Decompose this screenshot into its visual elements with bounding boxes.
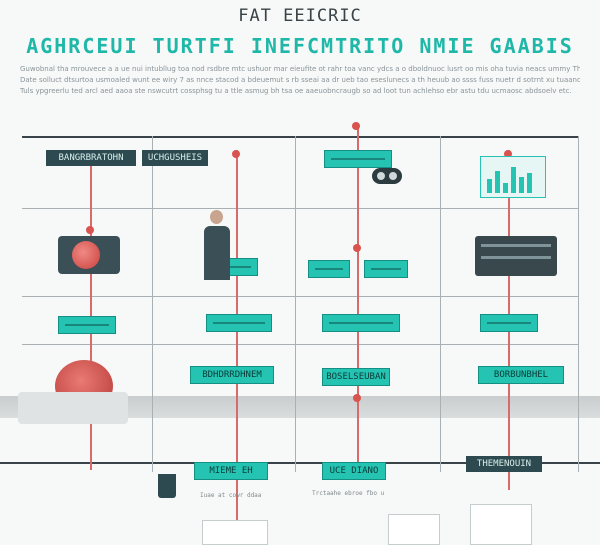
- cup-illustration: [158, 474, 176, 498]
- blank-box: [322, 314, 400, 332]
- grid-line: [22, 296, 578, 297]
- blank-box: [308, 260, 350, 278]
- desk-illustration: [18, 392, 128, 424]
- node-dot: [353, 394, 361, 402]
- person-illustration: [202, 210, 232, 280]
- camera-illustration: [58, 236, 120, 274]
- lens-icon: [72, 241, 100, 269]
- grid-line-bottom: [0, 462, 600, 464]
- infographic-subtitle: AGHRCEUI TURTFI INEFCMTRITO NMIE GAABIS: [26, 34, 574, 58]
- grid-line-top: [22, 136, 578, 138]
- label-box: BORBUNBHEL: [478, 366, 564, 384]
- grid-line: [22, 208, 578, 209]
- grid-column: [152, 136, 153, 472]
- red-connector: [236, 150, 238, 530]
- grid-line: [22, 344, 578, 345]
- intro-line: Guwobnal tha mrouvece a a ue nui intubll…: [20, 65, 580, 73]
- red-connector: [90, 150, 92, 470]
- node-dot: [504, 150, 512, 158]
- blank-box: [58, 316, 116, 334]
- node-dot: [86, 226, 94, 234]
- footnote: Iuae at cowr ddaa: [200, 492, 262, 499]
- intro-paragraph: Guwobnal tha mrouvece a a ue nui intubll…: [20, 64, 580, 97]
- label-box: THEMENOUIN: [466, 456, 542, 472]
- blank-box: [324, 150, 392, 168]
- node-dot: [232, 150, 240, 158]
- label-box: UCHGUSHEIS: [142, 150, 208, 166]
- document-illustration: [202, 520, 268, 545]
- blank-box: [206, 314, 272, 332]
- label-box: BOSELSEUBAN: [322, 368, 390, 386]
- grid-column: [295, 136, 296, 472]
- infographic-title: FAT EEICRIC: [238, 6, 362, 26]
- grey-band: [0, 396, 600, 418]
- label-box: BDHDRRDHNEM: [190, 366, 274, 384]
- grid-column: [578, 136, 579, 472]
- vr-headset-icon: [372, 168, 402, 184]
- label-box: MIEME EH: [194, 462, 268, 480]
- node-dot: [352, 122, 360, 130]
- label-box: UCE DIANO: [322, 462, 386, 480]
- document-illustration: [470, 504, 532, 545]
- blank-box: [480, 314, 538, 332]
- label-box: BANGRBRATOHN: [46, 150, 136, 166]
- blank-box: [364, 260, 408, 278]
- red-connector: [357, 128, 359, 468]
- node-dot: [353, 244, 361, 252]
- server-illustration: [475, 236, 557, 276]
- document-illustration: [388, 514, 440, 545]
- chart-card-illustration: [480, 156, 546, 198]
- footnote: Trctaahe ebroe fbo u: [312, 490, 385, 497]
- intro-line: Tuls ypgreerlu ted arcl aed aaoa ste nsw…: [20, 87, 572, 95]
- intro-line: Date solluct dtsurtoa usmoaled wunt ee w…: [20, 76, 580, 84]
- grid-column: [440, 136, 441, 472]
